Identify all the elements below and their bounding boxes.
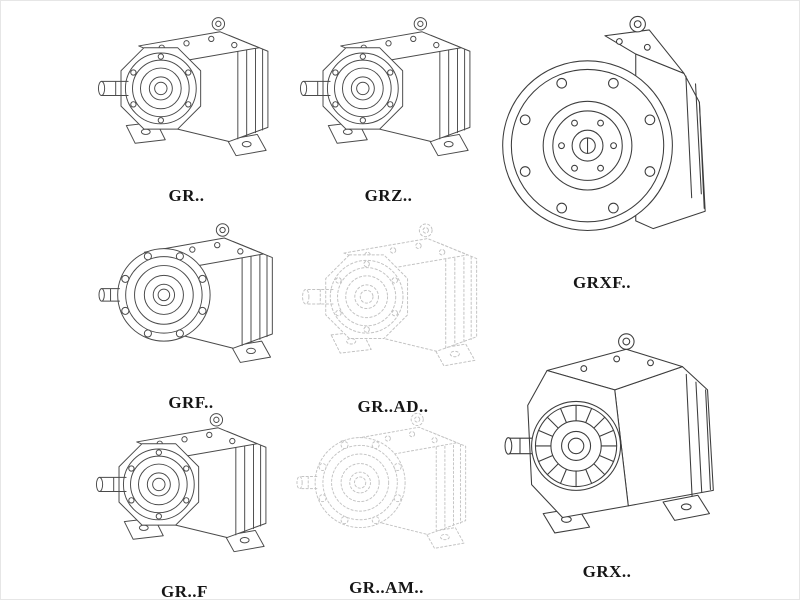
label-gr-am: GR..AM.. xyxy=(349,578,424,597)
gear-reducer-drawing-grf xyxy=(91,213,291,391)
gear-reducer-drawing-gr-f xyxy=(87,403,282,580)
figure-grz: GRZ.. xyxy=(291,7,486,206)
gear-reducer-drawing-grx xyxy=(491,299,723,560)
gear-reducer-drawing-gr xyxy=(89,7,284,184)
figure-grx: GRX.. xyxy=(491,299,723,582)
gear-reducer-drawing-grxf xyxy=(491,1,713,271)
gear-reducer-drawing-grz xyxy=(291,7,486,184)
figure-gr-f: GR..F xyxy=(87,403,282,602)
label-gr: GR.. xyxy=(168,186,205,205)
label-gr-f: GR..F xyxy=(161,582,208,601)
gear-reducer-drawing-gr-am xyxy=(289,403,484,576)
figure-grxf: GRXF.. xyxy=(491,1,713,293)
label-grf: GRF.. xyxy=(168,393,214,412)
label-grxf: GRXF.. xyxy=(572,273,632,292)
figure-gr-ad: GR..AD.. xyxy=(293,213,493,417)
figure-gr-am: GR..AM.. xyxy=(289,403,484,598)
figure-gr: GR.. xyxy=(89,7,284,206)
label-grz: GRZ.. xyxy=(364,186,413,205)
label-gr-ad: GR..AD.. xyxy=(357,397,429,416)
figure-grf: GRF.. xyxy=(91,213,291,413)
gear-reducer-drawing-gr-ad xyxy=(293,213,493,395)
label-grx: GRX.. xyxy=(582,562,632,581)
